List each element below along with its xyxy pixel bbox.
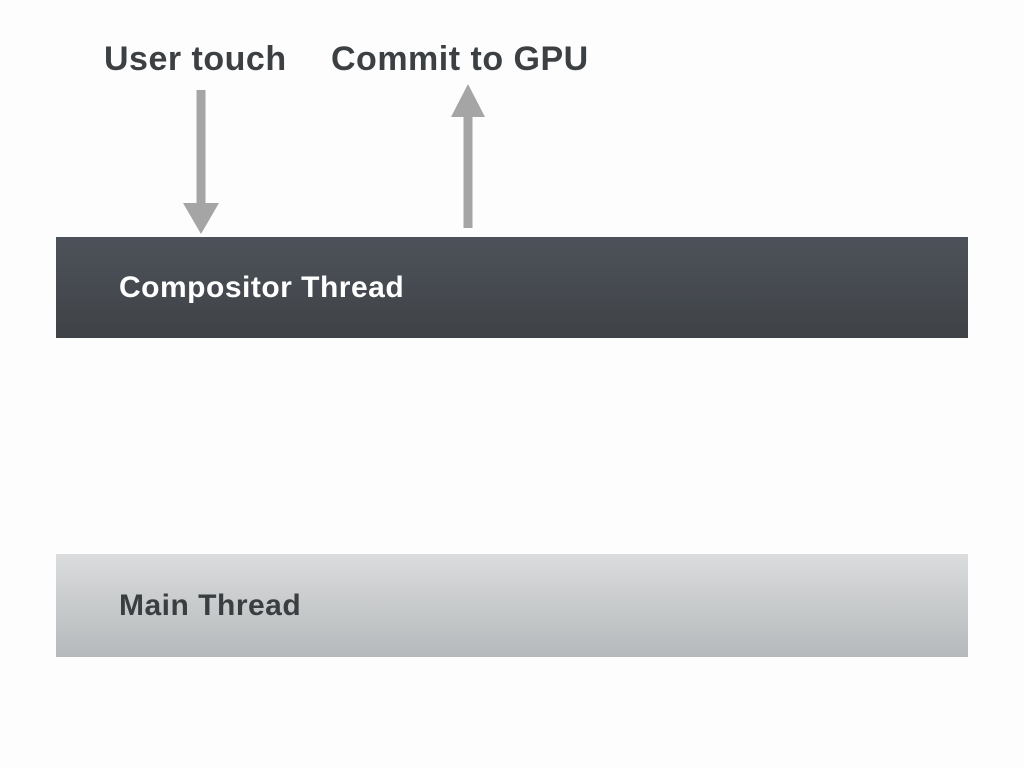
arrow-down-head — [183, 203, 219, 234]
arrow-up-head — [451, 84, 485, 117]
arrow-up-icon — [451, 84, 485, 228]
arrow-down-shaft — [196, 90, 206, 203]
main-thread-label: Main Thread — [119, 588, 302, 622]
commit-to-gpu-label: Commit to GPU — [331, 40, 589, 78]
main-thread-lane: Main Thread — [56, 554, 968, 657]
user-touch-label: User touch — [104, 40, 287, 78]
arrow-down-icon — [183, 90, 219, 234]
arrow-up-shaft — [463, 117, 473, 228]
compositor-thread-label: Compositor Thread — [119, 270, 405, 304]
compositor-thread-lane: Compositor Thread — [56, 237, 968, 338]
